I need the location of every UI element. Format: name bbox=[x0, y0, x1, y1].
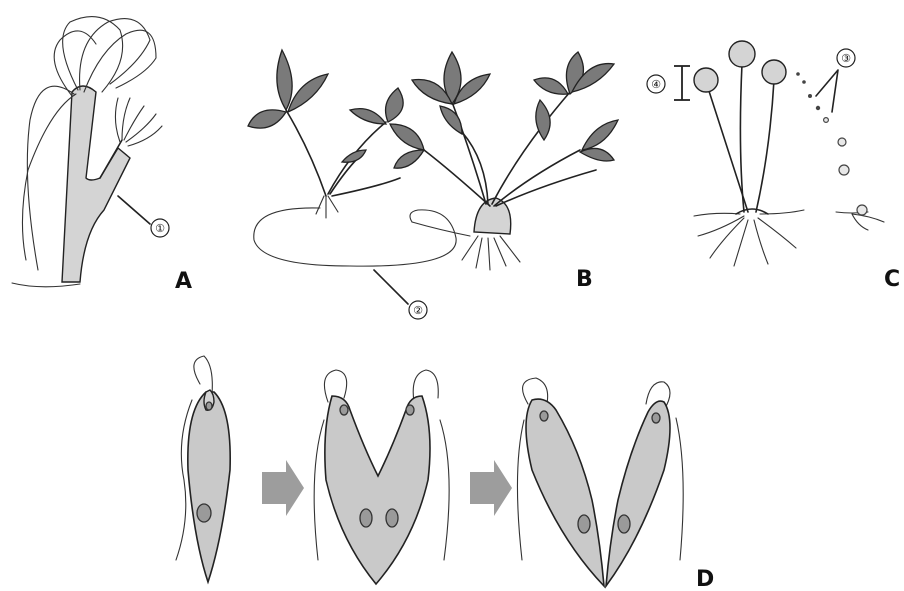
marker-2-label: ② bbox=[413, 304, 423, 317]
mold-sporangiophores bbox=[708, 64, 774, 212]
hydra-body bbox=[62, 86, 130, 282]
panel-label-a: A bbox=[175, 269, 192, 294]
right-plant-roots bbox=[462, 236, 520, 270]
panel-label-b: B bbox=[576, 267, 593, 292]
marker-3-leader bbox=[816, 70, 838, 112]
mold-rhizoids bbox=[694, 210, 804, 266]
bud-tentacles bbox=[115, 98, 162, 146]
mold-sporangia bbox=[694, 41, 786, 92]
panel-a: ① A bbox=[12, 17, 192, 294]
mold-stolon bbox=[736, 209, 768, 214]
marker-4-label: ④ bbox=[651, 78, 661, 91]
hydra-base bbox=[12, 283, 80, 287]
marker-4-bracket bbox=[674, 66, 690, 100]
euglena-stage-1 bbox=[176, 356, 230, 582]
panel-d: D bbox=[176, 356, 714, 591]
stolon-runner bbox=[254, 208, 456, 266]
right-plant-leaves bbox=[390, 52, 618, 168]
panel-b: ② B bbox=[248, 50, 618, 319]
panel-label-c: C bbox=[884, 267, 900, 292]
marker-3-label: ③ bbox=[841, 52, 851, 65]
left-plant-roots bbox=[316, 196, 338, 218]
left-plant-leaves bbox=[248, 50, 403, 162]
panel-label-d: D bbox=[696, 567, 714, 591]
germinating-spore bbox=[836, 205, 884, 230]
marker-1-leader bbox=[118, 196, 150, 224]
stage-arrow-1 bbox=[262, 460, 304, 516]
panel-c: ④ ③ C bbox=[647, 41, 900, 292]
euglena-stage-3 bbox=[517, 378, 683, 586]
marker-2-leader bbox=[374, 270, 408, 304]
stage-arrow-2 bbox=[470, 460, 512, 516]
marker-1-label: ① bbox=[155, 222, 165, 235]
euglena-stage-2 bbox=[314, 370, 449, 584]
